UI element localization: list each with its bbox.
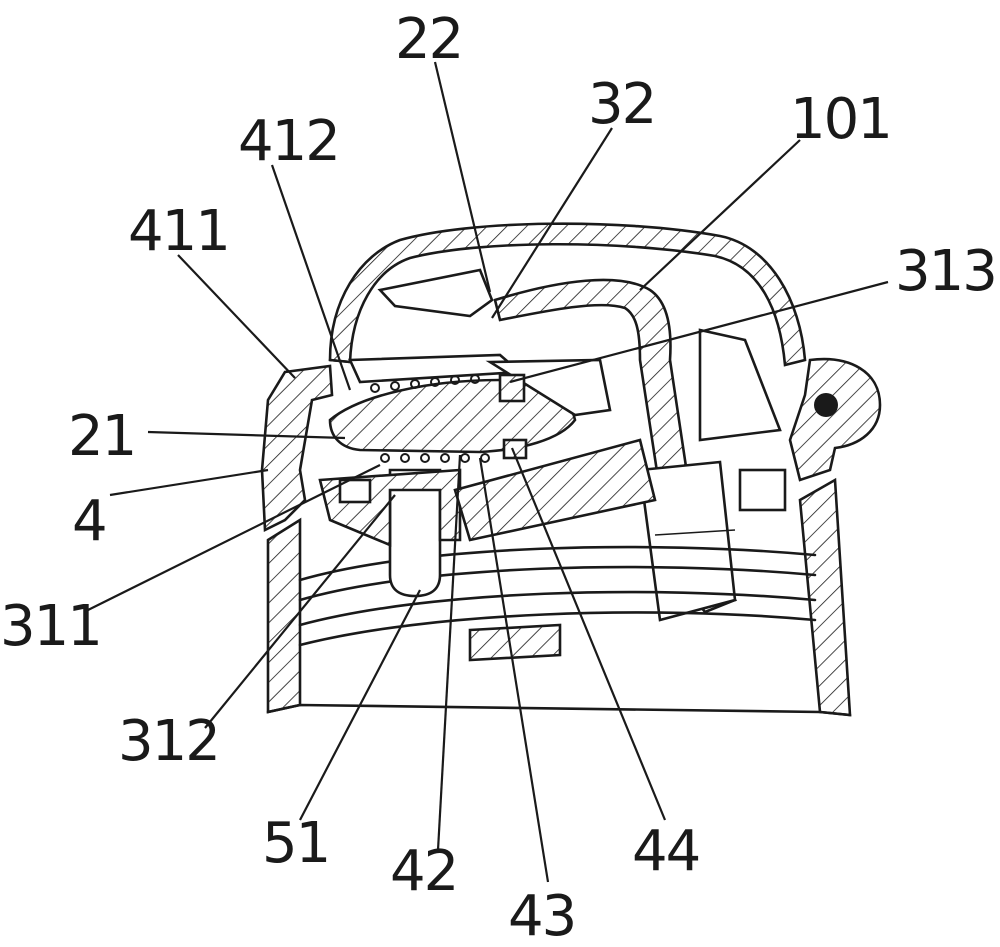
label-311: 311 bbox=[0, 594, 101, 659]
label-42: 42 bbox=[390, 839, 457, 904]
thread-ridges bbox=[298, 545, 817, 662]
hinge-pin bbox=[814, 393, 838, 417]
angled-lever bbox=[453, 438, 657, 542]
label-51: 51 bbox=[262, 811, 329, 876]
valve-body bbox=[328, 353, 612, 454]
label-313: 313 bbox=[895, 239, 996, 304]
cap-body bbox=[260, 357, 882, 717]
spring-rows bbox=[370, 374, 490, 463]
leader-lines bbox=[87, 61, 889, 883]
label-312: 312 bbox=[118, 709, 219, 774]
label-22: 22 bbox=[395, 7, 462, 72]
label-21: 21 bbox=[68, 404, 135, 469]
label-43: 43 bbox=[508, 884, 575, 947]
reference-numerals: 22 32 101 412 411 313 21 4 311 312 51 42… bbox=[0, 7, 998, 947]
label-32: 32 bbox=[588, 72, 655, 137]
label-412: 412 bbox=[238, 109, 339, 174]
right-insert bbox=[338, 328, 787, 512]
label-44: 44 bbox=[632, 819, 699, 884]
label-101: 101 bbox=[790, 87, 891, 152]
label-411: 411 bbox=[128, 199, 229, 264]
spout-channel bbox=[377, 268, 738, 622]
label-4: 4 bbox=[72, 489, 106, 554]
